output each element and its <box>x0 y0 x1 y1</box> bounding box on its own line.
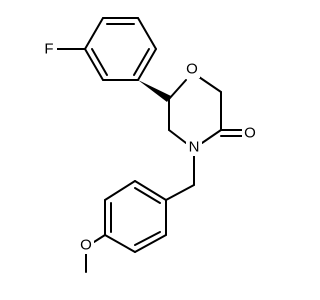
fluorophenyl-ring <box>54 17 157 81</box>
bond-m2-m3 <box>104 180 136 201</box>
morpholinone-ring <box>168 76 222 144</box>
bond-chiral-oxygen <box>168 79 187 100</box>
bond-c4-c5-inner <box>133 48 150 76</box>
bond-c6-c1-inner <box>91 48 108 76</box>
label-nitrogen: N <box>189 139 200 156</box>
atom-nitrogen: N <box>186 138 202 156</box>
bond-m1-m2-inner <box>134 187 161 204</box>
label-carbonyl-oxygen: O <box>244 125 256 142</box>
atom-ring-oxygen: O <box>184 60 200 78</box>
bond-c4-c5 <box>137 48 157 81</box>
bond-m1-m2 <box>134 180 167 201</box>
bond-c6-c1 <box>84 48 104 81</box>
bond-m5-m6 <box>134 234 167 253</box>
stereo-wedge-bond <box>138 80 171 102</box>
bond-nitrogen-ch2 <box>168 129 187 144</box>
bond-benzyl-aryl <box>165 184 195 201</box>
bond-carbonyl-nitrogen <box>201 129 222 144</box>
label-fluorine: F <box>44 41 53 58</box>
bond-m5-m6-inner <box>134 231 161 246</box>
label-methoxy-oxygen: O <box>80 237 92 254</box>
bond-c1-c2 <box>84 17 104 50</box>
bond-m4-m5 <box>104 234 136 253</box>
atom-methoxy-oxygen: O <box>78 236 94 254</box>
bond-ring-methoxy-oxygen <box>93 234 106 243</box>
molecule-structure: F O O N O <box>41 17 258 273</box>
atom-carbonyl-oxygen: O <box>242 124 258 142</box>
atom-fluorine: F <box>41 40 57 58</box>
bond-oxygen-ch2 <box>198 76 222 93</box>
bond-c3-c4 <box>137 17 157 50</box>
methoxyphenyl-ring <box>104 180 167 253</box>
label-ring-oxygen: O <box>186 61 198 78</box>
